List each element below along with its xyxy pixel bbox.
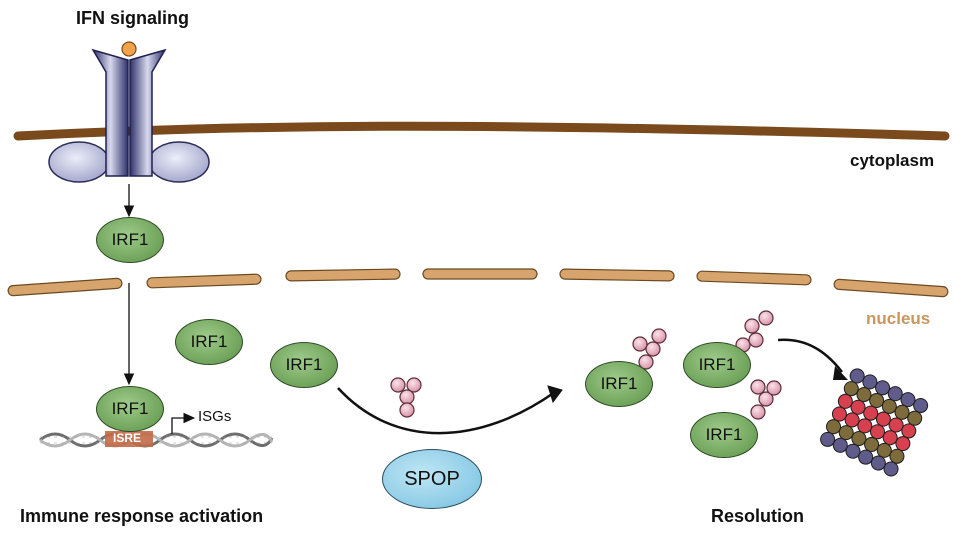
degradation-arrow (777, 338, 843, 373)
transcription-arrow (171, 412, 196, 434)
receptor-lobe-right (148, 141, 210, 183)
spop-protein: SPOP (382, 449, 482, 509)
irf1-pre-ubiquitination: IRF1 (270, 342, 338, 388)
receptor-chain-right (129, 48, 167, 177)
ubiquitin-chain-b (735, 310, 774, 353)
isre-element (105, 431, 153, 447)
irf1-cytoplasm: IRF1 (96, 217, 164, 263)
spop-arrow-head (547, 385, 563, 404)
phase-activation-label: Immune response activation (20, 506, 264, 526)
free-ubiquitin-chain (390, 377, 422, 418)
phase-resolution-label: Resolution (711, 506, 804, 526)
irf1-nuclear-free: IRF1 (175, 319, 243, 365)
ifn-ligand (121, 41, 137, 57)
irf1-dna-bound: IRF1 (96, 386, 164, 432)
proteasome-subunit (883, 461, 899, 477)
proteasome (820, 368, 929, 477)
irf1-ubiquitinated-b: IRF1 (683, 342, 751, 388)
receptor-lobe-left (48, 141, 110, 183)
isgs-label: ISGs (198, 408, 232, 425)
isre-label: ISRE (113, 431, 142, 445)
ubiquitin-chain-c (750, 379, 782, 420)
title-ifn-signaling: IFN signaling (76, 8, 190, 28)
spop-ubiquitination-arrow (337, 387, 556, 435)
plasma-membrane (13, 121, 950, 141)
irf1-ubiquitinated-a: IRF1 (585, 361, 653, 407)
receptor-chain-left (91, 48, 129, 177)
nuclear-envelope (7, 268, 949, 298)
dna-helix (39, 432, 274, 448)
irf1-ubiquitinated-c: IRF1 (690, 412, 758, 458)
label-nucleus: nucleus (866, 309, 931, 328)
ubiquitin-chain-a (632, 328, 667, 370)
degradation-arrow-head (833, 366, 848, 380)
label-cytoplasm: cytoplasm (850, 151, 935, 170)
